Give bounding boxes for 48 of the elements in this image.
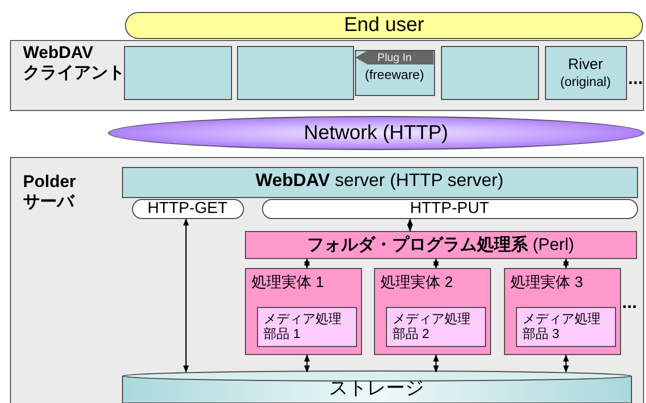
plugin-tab: Plug In bbox=[356, 50, 434, 64]
ellipsis-mark: ... bbox=[622, 292, 638, 313]
storage-cylinder bbox=[122, 370, 632, 402]
program-box bbox=[244, 230, 636, 258]
node-label: End user bbox=[344, 14, 424, 37]
node-label: 処理実体 1 bbox=[252, 272, 326, 292]
node-label: WebDAV server (HTTP server) bbox=[255, 170, 504, 190]
ellipsis-mark: ... bbox=[628, 68, 644, 89]
group-heading: Polder サーバ bbox=[23, 172, 77, 213]
component-box bbox=[256, 306, 356, 346]
connector-arrow bbox=[407, 218, 413, 232]
storage-label: ストレージ bbox=[329, 376, 424, 400]
node-label: 処理実体 2 bbox=[380, 272, 454, 292]
connector-arrow bbox=[563, 354, 569, 373]
node-label: メディア処理部品 3 bbox=[522, 310, 602, 342]
node-label: HTTP-PUT bbox=[410, 200, 490, 218]
process-box bbox=[504, 268, 620, 354]
component-box bbox=[386, 306, 486, 346]
node-label: メディア処理部品 2 bbox=[392, 310, 472, 342]
connector-arrow bbox=[433, 354, 439, 373]
component-box bbox=[516, 306, 616, 346]
user-bar bbox=[125, 12, 643, 39]
plugin-box bbox=[354, 50, 434, 96]
node-label: 処理実体 3 bbox=[510, 272, 584, 292]
client-name: River bbox=[568, 56, 603, 74]
plugin-note: (freeware) bbox=[364, 66, 424, 82]
method-pill bbox=[262, 198, 638, 218]
connector-arrow bbox=[433, 258, 439, 269]
connector-arrow bbox=[563, 258, 569, 269]
client-note: (original) bbox=[560, 74, 611, 90]
node-label: HTTP-GET bbox=[148, 200, 228, 218]
server-box bbox=[122, 166, 638, 198]
method-pill bbox=[132, 198, 244, 218]
node-label: フォルダ・プログラム処理系 (Perl) bbox=[306, 234, 574, 256]
node-label: Network (HTTP) bbox=[304, 122, 448, 144]
group-panel bbox=[10, 157, 644, 403]
connector-arrow bbox=[304, 258, 310, 269]
client-box bbox=[440, 46, 538, 100]
client-box bbox=[124, 46, 232, 100]
node-label: メディア処理部品 1 bbox=[264, 310, 342, 342]
group-panel bbox=[10, 40, 644, 111]
client-box bbox=[544, 46, 626, 100]
connector-arrow bbox=[304, 354, 310, 373]
process-box bbox=[244, 268, 362, 354]
client-box bbox=[236, 46, 354, 100]
process-box bbox=[374, 268, 490, 354]
connector-arrow bbox=[183, 218, 189, 373]
group-heading: WebDAV クライアント bbox=[23, 43, 123, 84]
